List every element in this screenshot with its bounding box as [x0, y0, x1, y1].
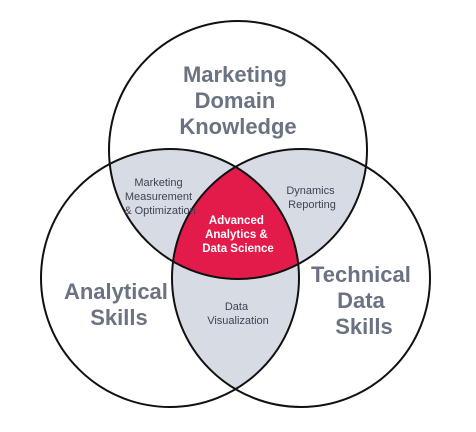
label-all-line1: Advanced — [209, 215, 264, 227]
circle-outlines — [40, 20, 431, 408]
label-marketing-line3: Knowledge — [179, 114, 296, 139]
label-at-line1: Data — [225, 301, 249, 313]
label-marketing-analytical: Marketing Measurement & Optimization — [124, 177, 196, 217]
outline-analytical — [40, 148, 300, 408]
label-technical-line1: Technical — [311, 262, 411, 287]
label-all-three: Advanced Analytics & Data Science — [202, 215, 274, 255]
label-marketing: Marketing Domain Knowledge — [179, 62, 296, 139]
label-marketing-line1: Marketing — [183, 62, 287, 87]
label-analytical-line1: Analytical — [64, 279, 168, 304]
region-all-three — [172, 149, 299, 279]
label-all-line2: Analytics & — [205, 229, 268, 241]
label-marketing-line2: Domain — [195, 88, 276, 113]
label-ma-line2: Measurement — [125, 191, 192, 203]
label-ma-line1: Marketing — [134, 177, 182, 189]
label-analytical: Analytical Skills — [64, 279, 174, 330]
label-analytical-technical: Data Visualization — [207, 301, 269, 327]
label-technical: Technical Data Skills — [311, 262, 417, 339]
label-at-line2: Visualization — [207, 315, 269, 327]
label-technical-line3: Skills — [335, 314, 392, 339]
label-all-line3: Data Science — [202, 243, 274, 255]
outline-marketing — [108, 20, 368, 280]
label-mt-line1: Dynamics — [286, 185, 335, 197]
label-technical-line2: Data — [337, 288, 385, 313]
label-mt-line2: Reporting — [288, 199, 336, 211]
outline-technical — [171, 148, 431, 408]
label-marketing-technical: Dynamics Reporting — [286, 185, 337, 211]
label-analytical-line2: Skills — [90, 305, 147, 330]
label-ma-line3: & Optimization — [124, 205, 196, 217]
